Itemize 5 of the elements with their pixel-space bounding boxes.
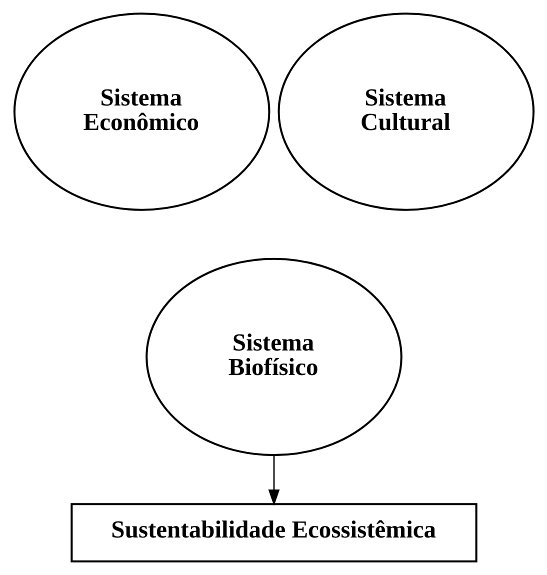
node-box: Sustentabilidade Ecossistêmica <box>70 503 477 562</box>
arrow <box>268 456 280 506</box>
node-ellipse: Sistema Biofísico <box>145 258 402 456</box>
node-ellipse: Sistema Econômico <box>12 12 270 211</box>
node-ellipse: Sistema Cultural <box>277 12 534 211</box>
